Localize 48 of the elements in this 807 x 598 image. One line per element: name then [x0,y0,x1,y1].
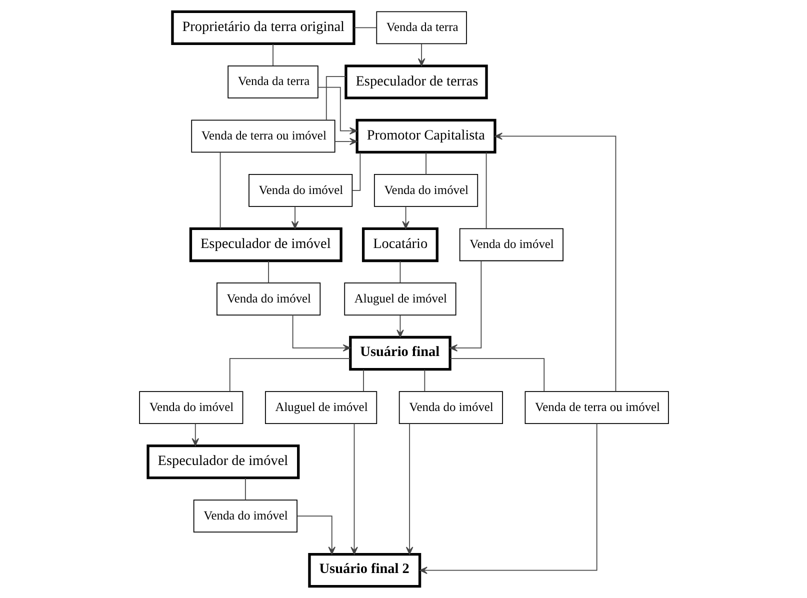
node-box: Venda de terra ou imóvel [190,120,335,153]
node-box: Venda da terra [376,11,466,44]
node-box: Venda do imóvel [398,391,502,424]
connector [449,358,544,392]
connector [244,478,246,500]
connector [485,152,486,230]
node-box: Venda do imóvel [138,391,243,424]
node-box: Venda do imóvel [216,282,320,316]
arrow [396,314,404,338]
node-box: Especulador de imóvel [146,444,300,480]
node-box: Venda do imóvel [248,174,352,207]
arrow [290,206,298,229]
arrow [417,44,425,66]
node-box: Usuário final 2 [308,553,421,588]
arrow [494,132,616,392]
connector [424,369,425,392]
node-box: Locatário [361,227,438,262]
arrow [334,138,357,146]
node-box: Venda de terra ou imóvel [524,391,668,424]
node-box: Aluguel de imóvel [264,391,377,424]
arrow [317,86,357,134]
arrow [449,260,482,352]
connector [362,369,364,392]
node-box: Venda da terra [227,65,318,98]
arrow [191,423,199,446]
node-box: Usuário final [348,336,451,371]
connector [425,152,426,175]
node-box: Venda do imóvel [373,174,478,207]
connector [228,358,350,392]
node-box: Proprietário da terra original [170,10,355,45]
arrow [350,423,358,555]
node-box: Venda do imóvel [192,500,297,533]
connector [219,152,220,230]
arrow [419,423,597,574]
arrow [292,314,350,352]
connector [272,44,273,66]
connector [353,27,377,28]
arrow [296,516,336,554]
connector [399,260,400,284]
node-box: Aluguel de imóvel [344,282,456,316]
node-box: Especulador de imóvel [188,227,342,262]
arrow [405,423,413,555]
node-box: Venda do imóvel [458,228,563,262]
connector [325,76,346,120]
arrow [402,206,409,229]
node-box: Promotor Capitalista [355,118,496,154]
connector [351,152,360,191]
node-box: Especulador de terras [344,64,488,100]
